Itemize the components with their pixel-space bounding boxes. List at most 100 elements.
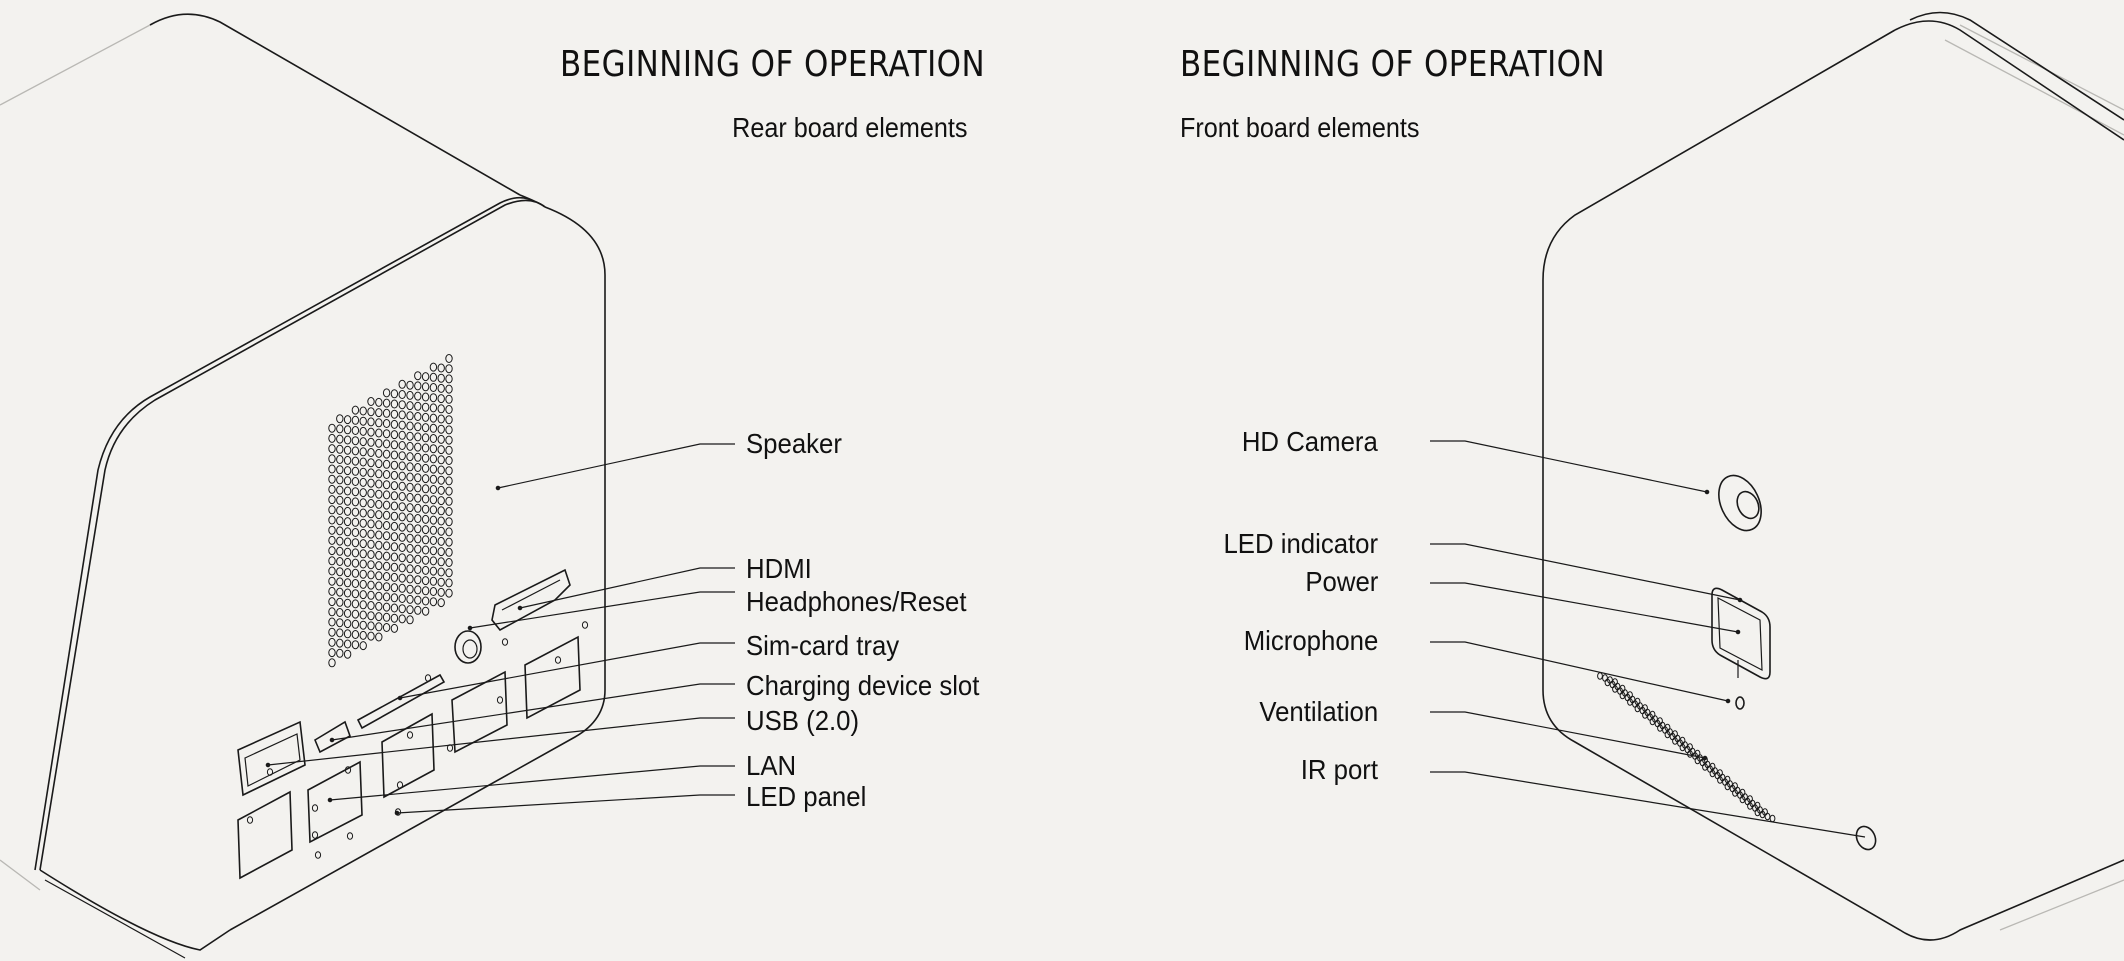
speaker-hole [343,619,352,629]
label-hdmi: HDMI [746,553,812,584]
speaker-hole [414,463,422,472]
speaker-hole [398,492,406,501]
speaker-hole [421,423,430,433]
speaker-hole [437,506,445,516]
speaker-hole [390,603,399,613]
hd-camera [1718,474,1762,532]
speaker-hole [421,555,430,565]
speaker-hole [406,605,414,615]
speaker-hole [421,535,430,545]
speaker-hole [406,584,414,594]
speaker-hole [398,379,406,389]
speaker-hole [406,380,414,390]
leader-endpoints [265,485,1743,816]
speaker-hole [328,586,336,596]
speaker-hole [343,445,352,455]
speaker-hole [406,513,414,523]
speaker-hole [421,586,430,596]
speaker-hole [336,597,344,607]
speaker-hole [398,583,406,593]
speaker-hole [406,441,414,451]
speaker-hole [375,591,383,601]
vent-hole [1702,763,1708,771]
speaker-hole [398,430,406,440]
speaker-hole [343,639,352,649]
speaker-hole [359,498,367,508]
led-dot [581,621,589,629]
speaker-hole [406,543,414,553]
speaker-hole [343,486,352,496]
speaker-hole [406,411,414,421]
speaker-hole [421,525,430,535]
speaker-hole [429,464,438,474]
speaker-hole [367,407,375,417]
speaker-hole [351,426,360,435]
led-dot [406,731,414,739]
speaker-hole [351,568,360,578]
speaker-hole [406,564,414,574]
speaker-hole [359,416,367,426]
speaker-hole [398,451,406,461]
speaker-hole [375,489,383,499]
speaker-hole [429,444,438,454]
speaker-hole [367,417,375,427]
speaker-hole [445,445,453,455]
leader-dot [397,695,403,701]
speaker-hole [390,491,399,501]
speaker-hole [328,617,336,627]
speaker-hole [414,534,422,544]
speaker-hole [343,435,352,445]
speaker-hole [406,421,414,431]
speaker-hole [375,479,383,489]
speaker-hole [390,389,399,399]
speaker-hole [429,495,438,505]
speaker-hole [429,576,438,586]
speaker-hole [406,401,414,411]
leader-dot [1737,597,1743,603]
speaker-hole [382,459,391,469]
speaker-hole [445,537,453,547]
speaker-hole [375,632,383,642]
speaker-hole [406,390,414,400]
label-headphones-reset: Headphones/Reset [746,586,967,617]
speaker-hole [336,434,344,444]
speaker-hole [336,557,344,566]
speaker-hole [367,631,375,641]
speaker-hole [390,562,399,572]
label-hd-camera: HD Camera [1242,426,1378,457]
speaker-hole [351,517,360,527]
vent-hole [1627,698,1633,706]
speaker-hole [421,565,430,575]
speaker-hole [429,587,438,596]
speaker-hole [437,363,445,373]
speaker-hole [359,590,367,600]
speaker-hole [406,615,414,625]
speaker-hole [414,514,422,523]
speaker-hole [375,408,383,418]
rear-subtitle: Rear board elements [731,112,967,143]
speaker-hole [328,484,336,494]
speaker-hole [382,572,391,581]
speaker-hole [367,560,375,570]
speaker-hole [382,408,391,418]
speaker-hole [437,394,445,404]
speaker-hole [367,397,375,406]
speaker-hole [406,462,414,472]
speaker-hole [367,468,375,478]
speaker-hole [382,388,391,398]
speaker-hole [406,492,414,502]
speaker-hole [414,503,422,513]
speaker-hole [437,567,445,577]
speaker-hole [406,431,414,441]
speaker-hole [343,506,352,516]
speaker-hole [328,423,336,433]
speaker-hole [421,606,430,616]
speaker-hole [437,516,445,526]
speaker-hole [445,547,453,557]
speaker-hole [367,590,375,600]
speaker-hole [382,510,391,520]
vent-hole [1764,812,1771,821]
speaker-hole [437,485,445,495]
speaker-hole [406,554,414,564]
